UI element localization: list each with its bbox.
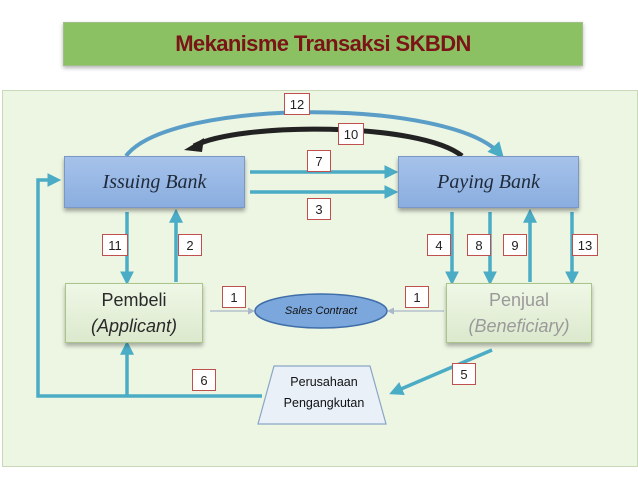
step-11-label: 11 <box>102 234 128 256</box>
seller-label: Penjual <box>488 290 550 310</box>
arrow-12-arc <box>124 110 505 159</box>
issuing-bank-box: Issuing Bank <box>64 156 245 208</box>
step-13-label: 13 <box>572 234 598 256</box>
sales-contract-label-wrap: Sales Contract <box>255 300 387 322</box>
buyer-box: Pembeli (Applicant) <box>65 283 203 343</box>
buyer-role-label: (Applicant) <box>90 316 178 336</box>
step-5-label: 5 <box>452 363 476 385</box>
arrow-6-return <box>36 173 262 398</box>
sales-contract-ellipse <box>254 293 388 329</box>
step-2-label: 2 <box>178 234 202 256</box>
step-1-right-label: 1 <box>405 286 429 308</box>
issuing-bank-label: Issuing Bank <box>102 170 207 193</box>
sales-contract-label: Sales Contract <box>284 305 358 317</box>
seller-box: Penjual (Beneficiary) <box>446 283 592 343</box>
shipping-company-line1: Perusahaan <box>290 375 358 389</box>
shipping-company-label: Perusahaan Pengangkutan <box>265 372 383 414</box>
paying-bank-box: Paying Bank <box>398 156 579 208</box>
step-9-label: 9 <box>503 234 527 256</box>
arrow-10-head <box>184 138 204 152</box>
step-8-label: 8 <box>467 234 491 256</box>
seller-role-label: (Beneficiary) <box>468 316 570 336</box>
slide-title: Mekanisme Transaksi SKBDN <box>175 31 471 56</box>
step-12-label: 12 <box>284 93 310 115</box>
step-7-label: 7 <box>307 150 331 172</box>
shipping-company-shape <box>257 365 387 425</box>
step-10-label: 10 <box>338 123 364 145</box>
step-3-label: 3 <box>307 198 331 220</box>
buyer-label: Pembeli <box>101 290 167 310</box>
step-1-left-label: 1 <box>222 286 246 308</box>
title-bar: Mekanisme Transaksi SKBDN <box>63 22 583 66</box>
shipping-company-line2: Pengangkutan <box>283 396 365 410</box>
step-4-label: 4 <box>427 234 451 256</box>
step-6-label: 6 <box>192 369 216 391</box>
arrow-10-arc <box>192 126 464 159</box>
arrow-5 <box>389 348 493 395</box>
paying-bank-label: Paying Bank <box>437 170 540 193</box>
